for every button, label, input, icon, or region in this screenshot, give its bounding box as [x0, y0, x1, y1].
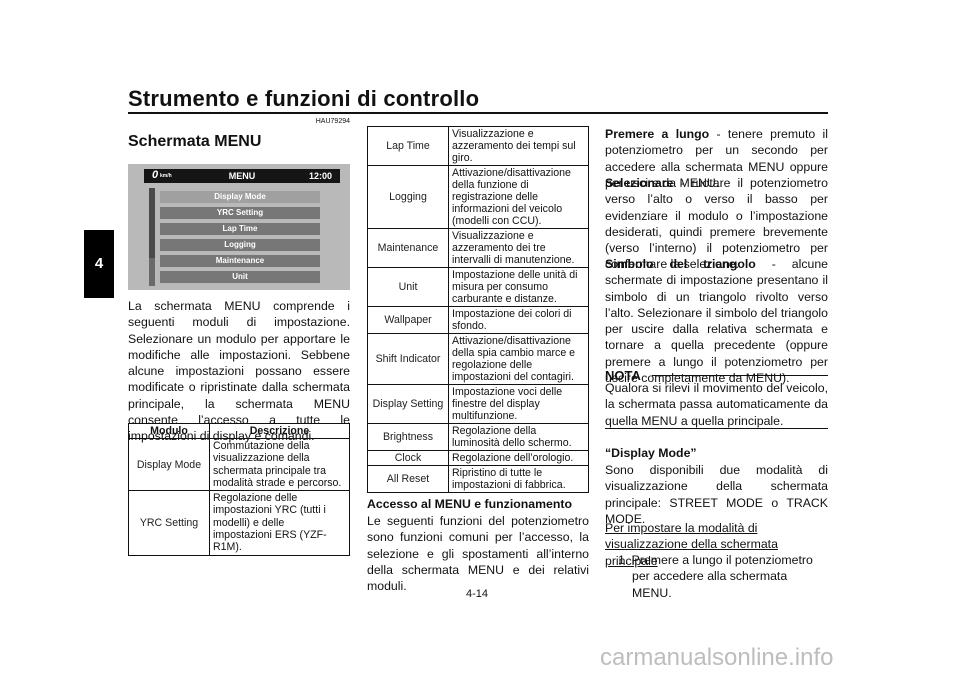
page-number: 4-14	[466, 588, 489, 600]
simbolo-term: Simbolo del triangolo	[605, 257, 756, 271]
table-cell-module: Brightness	[367, 423, 449, 451]
header-rule	[128, 112, 828, 114]
screen-scrollbar	[149, 188, 155, 286]
table-cell-description: Impostazione voci delle finestre del dis…	[448, 384, 589, 424]
table-cell-module: YRC Setting	[128, 490, 210, 556]
nota-rule	[652, 375, 828, 376]
speed-unit: km/h	[160, 173, 172, 179]
table-cell-module: Wallpaper	[367, 306, 449, 334]
table-cell-description: Ripristino di tutte le impostazioni di f…	[448, 465, 589, 493]
screen-item-display-mode: Display Mode	[160, 191, 320, 203]
table-cell-module: Unit	[367, 267, 449, 307]
step-1: 1. Premere a lungo il potenziometro per …	[618, 553, 813, 600]
screen-item-maintenance: Maintenance	[160, 255, 320, 267]
premere-text: - tenere premuto il potenziometro per un…	[605, 127, 828, 190]
table-cell-module: Display Mode	[128, 437, 210, 492]
table-cell-description: Regolazione dell’orologio.	[448, 450, 589, 466]
display-mode-title: “Display Mode”	[605, 446, 697, 460]
screen-item-logging: Logging	[160, 239, 320, 251]
section-title: Schermata MENU	[128, 133, 262, 150]
screen-menu-title: MENU	[228, 171, 256, 181]
nota-label: NOTA	[605, 368, 641, 383]
table-header-modulo: Modulo	[128, 423, 210, 439]
watermark: carmanualsonline.info	[600, 644, 834, 671]
modules-table-1: Modulo Descrizione Display Mode Commutaz…	[128, 423, 350, 556]
table-cell-module: Logging	[367, 165, 449, 229]
table-cell-module: Shift Indicator	[367, 333, 449, 385]
howto-title: Per impostare la modalità di visualizzaz…	[605, 520, 828, 569]
table-cell-module: Lap Time	[367, 126, 449, 166]
table-cell-module: Clock	[367, 450, 449, 466]
selezionare-term: Selezionare	[605, 176, 674, 190]
section-code: HAU79294	[315, 118, 350, 125]
table-row: YRC Setting Regolazione delle impostazio…	[128, 490, 350, 556]
access-title: Accesso al MENU e funzionamento	[367, 497, 572, 511]
screen-top-bar: 0 km/h MENU 12:00	[144, 169, 340, 183]
screen-item-yrc-setting: YRC Setting	[160, 207, 320, 219]
table-cell-module: All Reset	[367, 465, 449, 493]
nota-end-rule	[605, 428, 828, 429]
display-mode-text: Sono disponibili due modalità di visuali…	[605, 463, 828, 526]
nota-text: Qualora si rilevi il movimento del veico…	[605, 381, 828, 428]
table-cell-description: Regolazione della luminosità dello scher…	[448, 423, 589, 451]
table-header-row: Modulo Descrizione	[128, 423, 350, 439]
table-cell-description: Commutazione della visualizzazione della…	[209, 437, 350, 492]
screen-clock: 12:00	[308, 171, 332, 181]
simbolo-text: - alcune schermate di impostazione prese…	[605, 257, 828, 386]
table-header-descrizione: Descrizione	[209, 423, 350, 439]
menu-screen-illustration: 0 km/h MENU 12:00 Display Mode YRC Setti…	[128, 164, 350, 290]
table-cell-module: Maintenance	[367, 228, 449, 268]
premere-paragraph: Premere a lungo - tenere premuto il pote…	[605, 126, 828, 191]
screen-item-unit: Unit	[160, 271, 320, 283]
table-row: Display Mode Commutazione della visualiz…	[128, 437, 350, 492]
screen-scroll-thumb	[149, 188, 155, 258]
table-cell-description: Attivazione/disattivazione della spia ca…	[448, 333, 589, 385]
speed-readout: 0	[152, 169, 159, 181]
howto-title-text: Per impostare la modalità di visualizzaz…	[605, 521, 778, 568]
table-cell-module: Display Setting	[367, 384, 449, 424]
access-paragraph: Le seguenti funzioni del potenziometro s…	[367, 514, 589, 594]
premere-term: Premere a lungo	[605, 127, 710, 141]
table-cell-description: Impostazione delle unità di misura per c…	[448, 267, 589, 307]
table-cell-description: Visualizzazione e azzeramento dei tre in…	[448, 228, 589, 268]
table-cell-description: Attivazione/disattivazione della funzion…	[448, 165, 589, 229]
selezionare-paragraph: Selezionare - ruotare il potenziometro v…	[605, 175, 828, 273]
selezionare-text: - ruotare il potenziometro verso l’alto …	[605, 176, 828, 272]
simbolo-paragraph: Simbolo del triangolo - alcune schermate…	[605, 256, 828, 386]
table-cell-description: Impostazione dei colori di sfondo.	[448, 306, 589, 334]
screen-item-lap-time: Lap Time	[160, 223, 320, 235]
page-header-title: Strumento e funzioni di controllo	[128, 86, 480, 111]
table-cell-description: Regolazione delle impostazioni YRC (tutt…	[209, 490, 350, 556]
chapter-tab: 4	[84, 230, 114, 298]
table-cell-description: Visualizzazione e azzeramento dei tempi …	[448, 126, 589, 166]
